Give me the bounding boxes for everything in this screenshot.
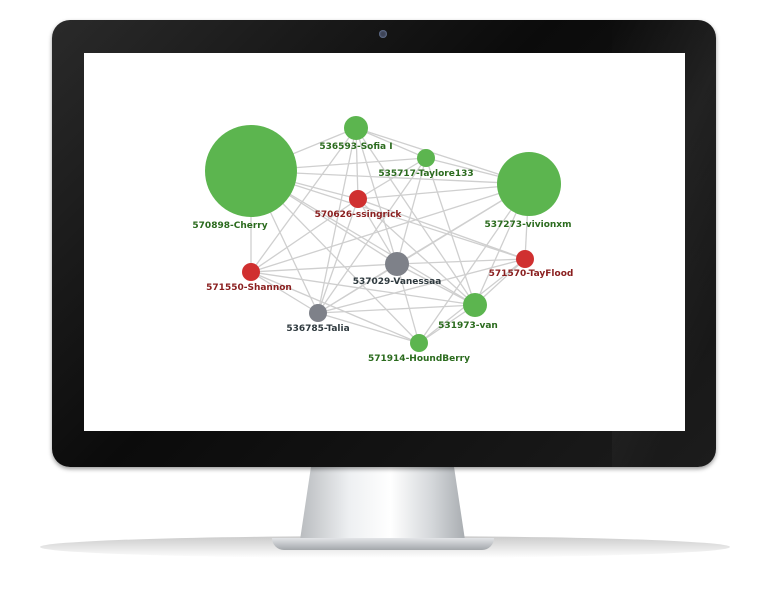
- graph-node-571550-shannon[interactable]: [242, 263, 260, 281]
- graph-edge: [396, 263, 476, 306]
- monitor-stand-base: [272, 538, 494, 550]
- graph-edge: [250, 271, 420, 344]
- graph-node-label: 537029-Vanessaa: [353, 277, 442, 287]
- graph-edge: [355, 127, 427, 159]
- graph-edge: [396, 263, 420, 344]
- graph-node-537029-vanessaa[interactable]: [385, 252, 409, 276]
- graph-node-536593-sofia[interactable]: [344, 116, 368, 140]
- graph-node-label: 536785-Talia: [286, 324, 349, 334]
- graph-node-571914-houndberry[interactable]: [410, 334, 428, 352]
- network-graph: 570898-Cherry 536593-Sofia I 535717-Taylor…: [192, 116, 573, 364]
- graph-node-570626-ssingrick[interactable]: [349, 190, 367, 208]
- graph-node-label: 571570-TayFlood: [489, 269, 574, 279]
- edges-layer: [250, 127, 530, 344]
- graph-edge: [317, 312, 420, 344]
- graph-node-531973-van[interactable]: [463, 293, 487, 317]
- graph-edge: [355, 127, 398, 265]
- graph-edge: [317, 263, 398, 314]
- graph-node-label: 570898-Cherry: [192, 221, 267, 231]
- graph-edge: [250, 198, 359, 273]
- graph-edge: [317, 304, 476, 314]
- graph-edge: [317, 157, 427, 314]
- graph-edge: [355, 127, 476, 306]
- graph-edge: [396, 157, 427, 265]
- graph-edge: [396, 258, 526, 265]
- graph-edge: [250, 127, 357, 273]
- webcam-icon: [379, 30, 387, 38]
- graph-node-label: 535717-Taylore133: [378, 169, 473, 179]
- graph-edge: [357, 198, 526, 260]
- graph-edge: [317, 198, 359, 314]
- graph-edge: [317, 258, 526, 314]
- graph-node-570898-cherry[interactable]: [205, 125, 297, 217]
- graph-edge: [418, 183, 530, 344]
- graph-node-537273-vivionxm[interactable]: [497, 152, 561, 216]
- monitor-screen: 570898-Cherry 536593-Sofia I 535717-Taylor…: [84, 53, 685, 431]
- graph-node-label: 571914-HoundBerry: [368, 354, 470, 364]
- graph-edge: [250, 271, 319, 314]
- graph-edge: [357, 198, 476, 306]
- monitor-bezel: 570898-Cherry 536593-Sofia I 535717-Taylor…: [52, 20, 716, 467]
- graph-edge: [357, 157, 427, 200]
- graph-node-label: 537273-vivionxm: [485, 220, 572, 230]
- graph-node-label: 571550-Shannon: [206, 283, 292, 293]
- graph-node-571570-tayflood[interactable]: [516, 250, 534, 268]
- graph-node-label: 570626-ssingrick: [315, 210, 403, 220]
- graph-node-535717-taylore133[interactable]: [417, 149, 435, 167]
- graph-node-label: 536593-Sofia I: [319, 142, 392, 152]
- graph-edge: [250, 263, 398, 273]
- graph-edge: [357, 198, 398, 265]
- graph-node-536785-talia[interactable]: [309, 304, 327, 322]
- nodes-layer: [205, 116, 561, 352]
- graph-edge: [250, 170, 526, 260]
- labels-layer: 570898-Cherry 536593-Sofia I 535717-Taylor…: [192, 142, 573, 364]
- graph-node-label: 531973-van: [438, 321, 498, 331]
- graph-edge: [250, 271, 476, 306]
